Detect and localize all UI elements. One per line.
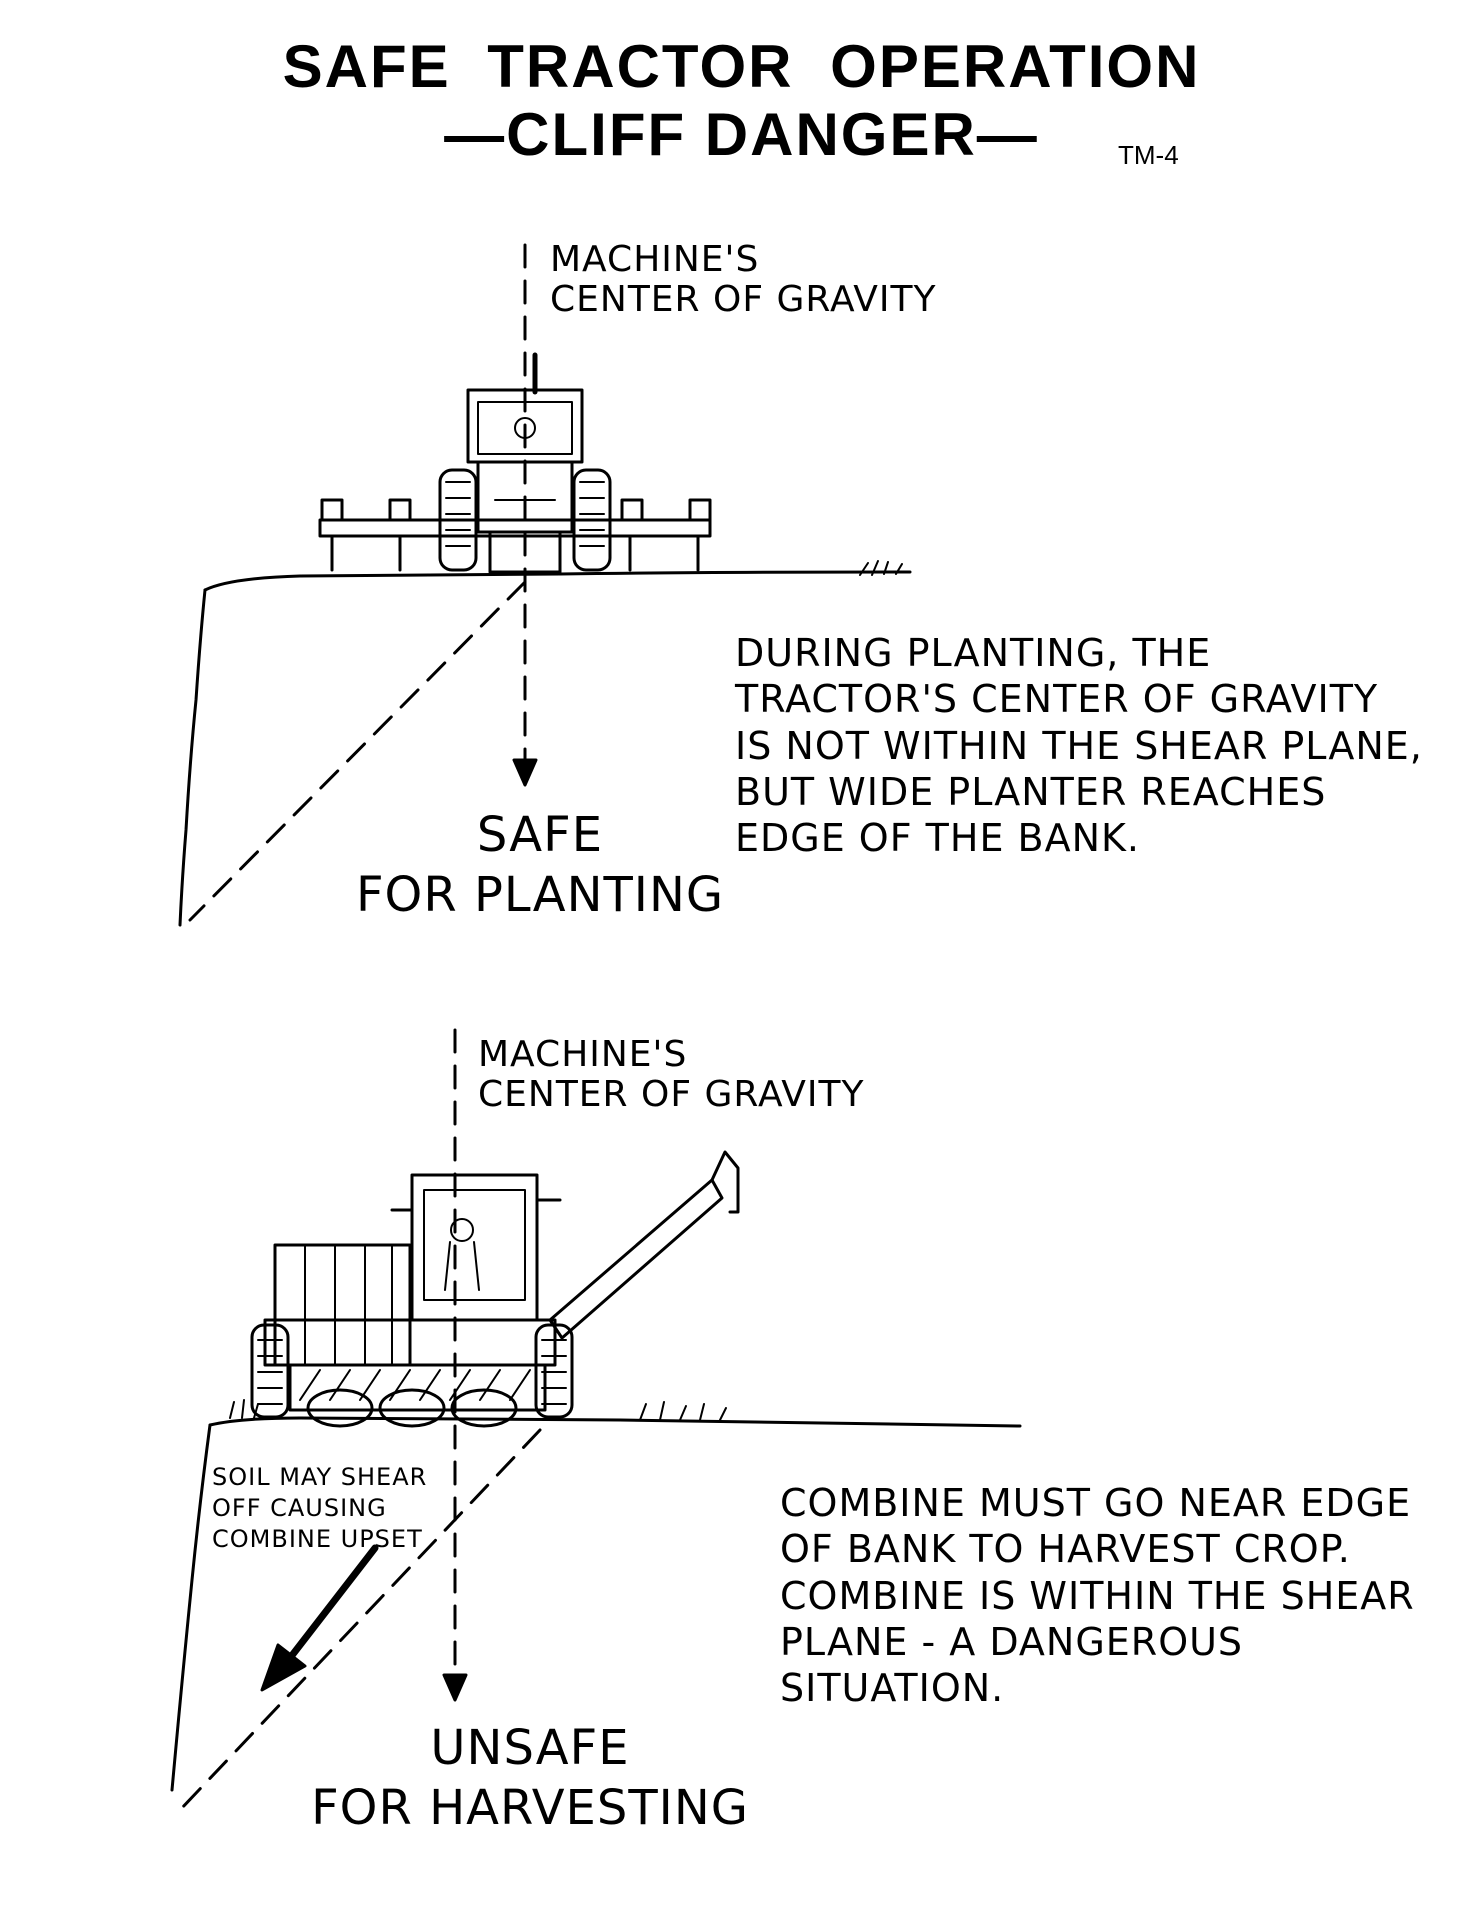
verdict-planting-line2: FOR PLANTING bbox=[355, 867, 725, 923]
cog-arrow-planting bbox=[512, 758, 538, 787]
cliff-face bbox=[178, 588, 207, 927]
header-reel-2 bbox=[378, 1388, 446, 1428]
planting-description: DURING PLANTING, THE TRACTOR'S CENTER OF… bbox=[735, 631, 1423, 861]
left-rear-tire bbox=[438, 468, 478, 572]
header-reel-3 bbox=[450, 1388, 518, 1428]
shear-note: SOIL MAY SHEAR OFF CAUSING COMBINE UPSET bbox=[212, 1463, 428, 1554]
verdict-harvesting-line1: UNSAFE bbox=[430, 1720, 630, 1776]
cliff-face-2 bbox=[170, 1423, 212, 1792]
header-reel-1 bbox=[306, 1388, 374, 1428]
combine-left-tire bbox=[250, 1323, 290, 1419]
right-rear-tire bbox=[572, 468, 612, 572]
combine-drawing bbox=[170, 1028, 1022, 1812]
shear-arrow-shaft bbox=[286, 1544, 379, 1662]
planter-bar bbox=[318, 518, 712, 538]
unloading-auger bbox=[548, 1178, 724, 1340]
document-code: TM-4 bbox=[1118, 140, 1179, 170]
verdict-planting-line1: SAFE bbox=[476, 807, 604, 863]
page-title: SAFE TRACTOR OPERATION bbox=[282, 33, 1201, 100]
page-subtitle: —CLIFF DANGER— bbox=[444, 101, 1039, 168]
grain-tank bbox=[273, 1243, 412, 1367]
front-axle bbox=[488, 530, 562, 574]
ground-surface-2 bbox=[208, 1416, 1022, 1428]
combine-header bbox=[288, 1363, 547, 1412]
cog-arrow-harvesting bbox=[442, 1673, 468, 1702]
ground-surface bbox=[203, 570, 912, 592]
cog-label-planting: MACHINE'S CENTER OF GRAVITY bbox=[550, 239, 937, 321]
cog-label-line1: MACHINE'S bbox=[478, 1034, 688, 1075]
tractor-planter-drawing bbox=[178, 243, 912, 927]
cog-label-line1: MACHINE'S bbox=[550, 239, 760, 280]
shear-plane-harvesting bbox=[178, 1428, 542, 1812]
combine-right-tire bbox=[534, 1323, 574, 1419]
cog-label-harvesting: MACHINE'S CENTER OF GRAVITY bbox=[478, 1034, 865, 1116]
shear-arrow-head bbox=[260, 1643, 307, 1692]
cog-label-line2: CENTER OF GRAVITY bbox=[550, 279, 937, 321]
harvesting-description: COMBINE MUST GO NEAR EDGE OF BANK TO HAR… bbox=[780, 1481, 1415, 1711]
shear-plane-planting bbox=[188, 580, 527, 922]
verdict-planting: SAFE FOR PLANTING bbox=[300, 805, 780, 925]
cog-label-line2: CENTER OF GRAVITY bbox=[478, 1074, 865, 1116]
verdict-harvesting: UNSAFE FOR HARVESTING bbox=[245, 1718, 815, 1838]
verdict-harvesting-line2: FOR HARVESTING bbox=[311, 1780, 749, 1836]
